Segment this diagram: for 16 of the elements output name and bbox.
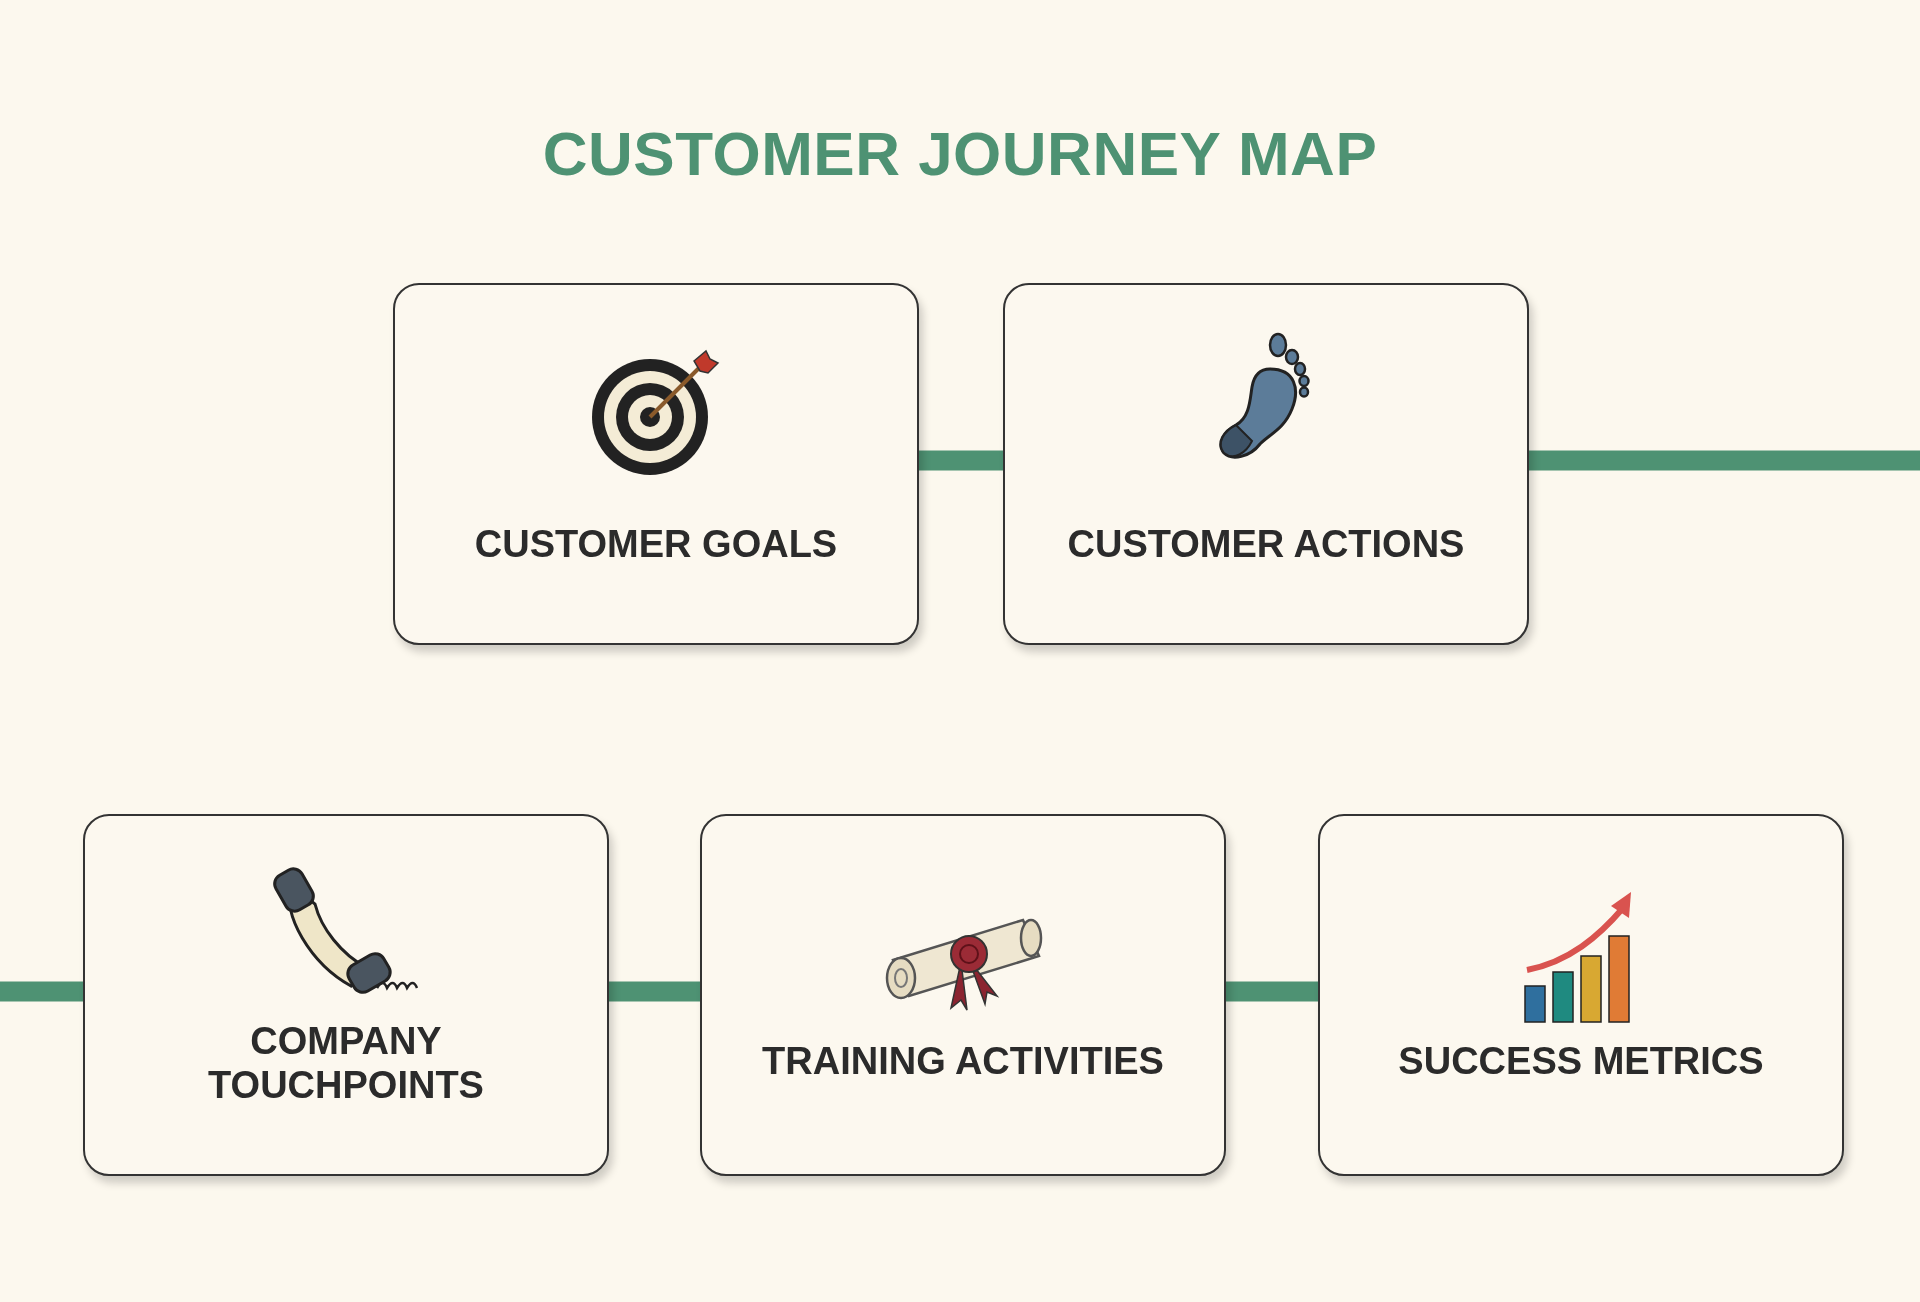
- title: CUSTOMER JOURNEY MAP: [542, 118, 1378, 189]
- step-card: [393, 283, 919, 645]
- step-card: [700, 814, 1226, 1176]
- step-label: CUSTOMER GOALS: [474, 523, 838, 567]
- step-card: [1003, 283, 1529, 645]
- connector-line: [1226, 981, 1318, 1002]
- step-card: [1318, 814, 1844, 1176]
- step-card: [83, 814, 609, 1176]
- step-label: CUSTOMER ACTIONS: [1067, 523, 1465, 567]
- connector-line: [919, 450, 1003, 471]
- connector-line: [1529, 450, 1920, 471]
- step-label: COMPANY TOUCHPOINTS: [207, 1020, 485, 1108]
- step-label: TRAINING ACTIVITIES: [762, 1040, 1164, 1084]
- connector-line: [0, 981, 83, 1002]
- connector-line: [609, 981, 700, 1002]
- step-label: SUCCESS METRICS: [1398, 1040, 1764, 1084]
